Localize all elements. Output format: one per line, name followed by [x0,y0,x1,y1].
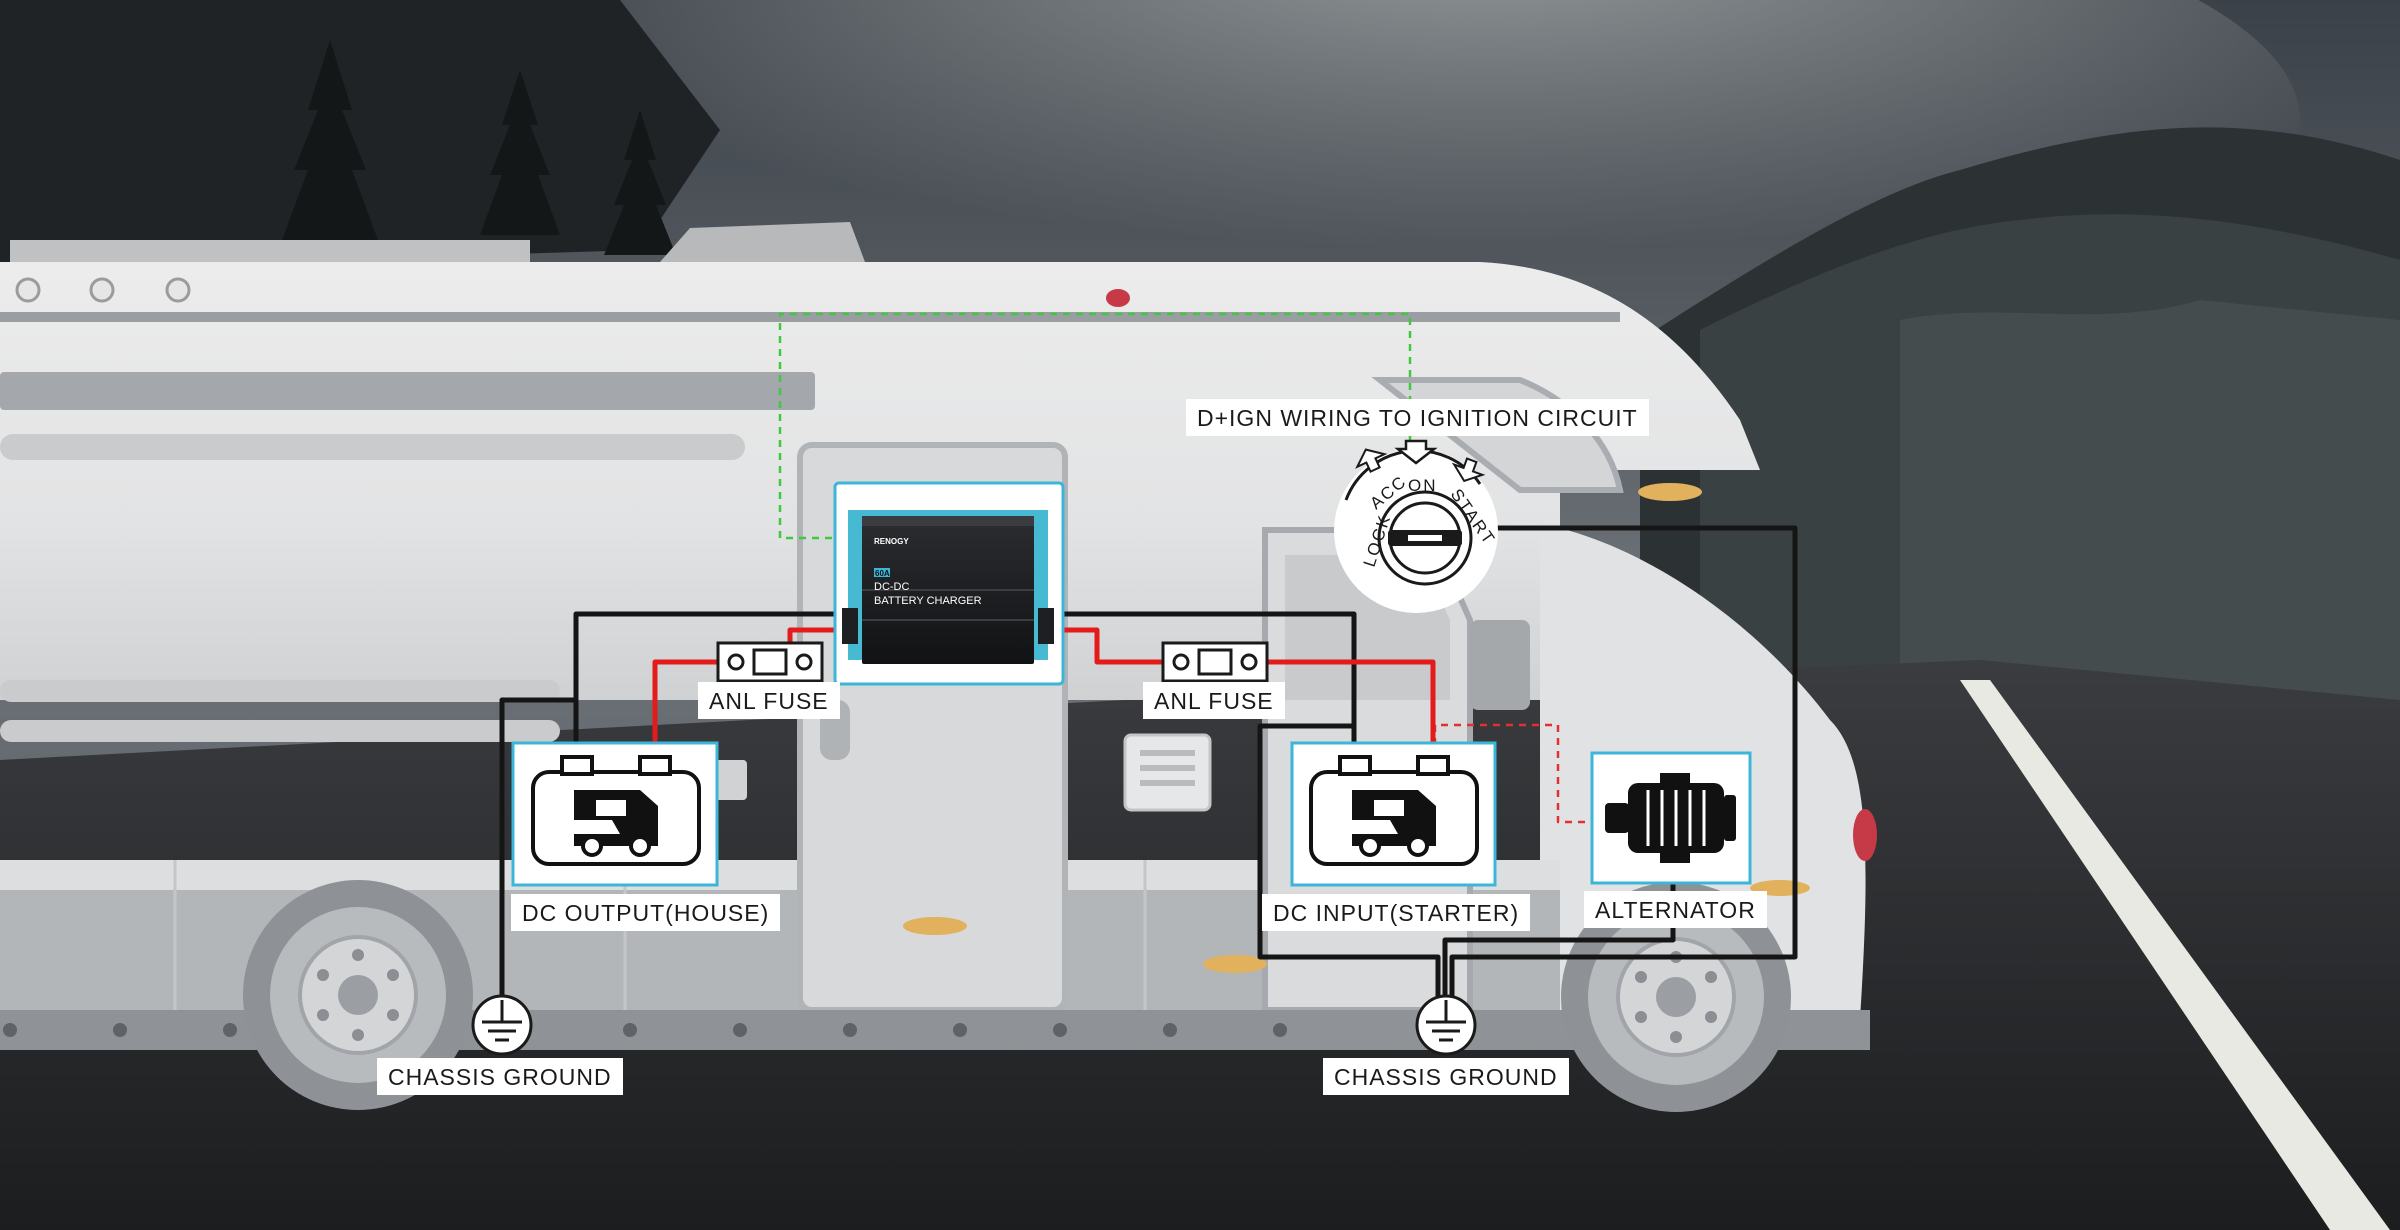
house-ground-wire [499,697,576,1000]
dc-input-starter-label: DC INPUT(STARTER) [1262,894,1531,931]
starter-negative-wire [1055,611,1357,760]
dc-output-house-label: DC OUTPUT(HOUSE) [511,894,781,931]
ignition-ground-wire [1449,525,1798,1000]
ignition-switch: LOCK ACC ON START [1334,439,1499,613]
ignition-wiring-label: D+IGN WIRING TO IGNITION CIRCUIT [1186,399,1649,436]
starter-battery [1290,741,1497,887]
rv-icon [1352,790,1436,857]
chassis-ground-left-symbol [471,994,533,1056]
charger-brand: RENOGY [874,537,909,546]
chassis-ground-right-label: CHASSIS GROUND [1323,1058,1569,1095]
alternator-label: ALTERNATOR [1584,891,1767,928]
alternator-icon [1590,751,1752,885]
wiring [499,312,1798,1000]
starter-ground-wire [1257,723,1441,1000]
chassis-ground-right-symbol [1415,994,1477,1056]
anl-fuse-left-label: ANL FUSE [698,682,840,719]
rv-icon [574,790,658,857]
house-negative-wire [573,611,845,760]
charger-line2: BATTERY CHARGER [874,595,982,607]
ignition-on-label: ON [1408,476,1438,495]
house-battery [511,741,719,887]
anl-fuse-right-symbol [1161,641,1269,683]
starter-positive-wire [1055,627,1436,760]
d-plus-signal-wire [778,312,1412,540]
charger-line1: DC-DC [874,581,909,593]
charger-rating: 60A [875,569,890,578]
dc-dc-charger: RENOGY 60A DC-DC BATTERY CHARGER [833,481,1065,686]
chassis-ground-left-label: CHASSIS GROUND [377,1058,623,1095]
anl-fuse-left-symbol [716,641,824,683]
anl-fuse-right-label: ANL FUSE [1143,682,1285,719]
